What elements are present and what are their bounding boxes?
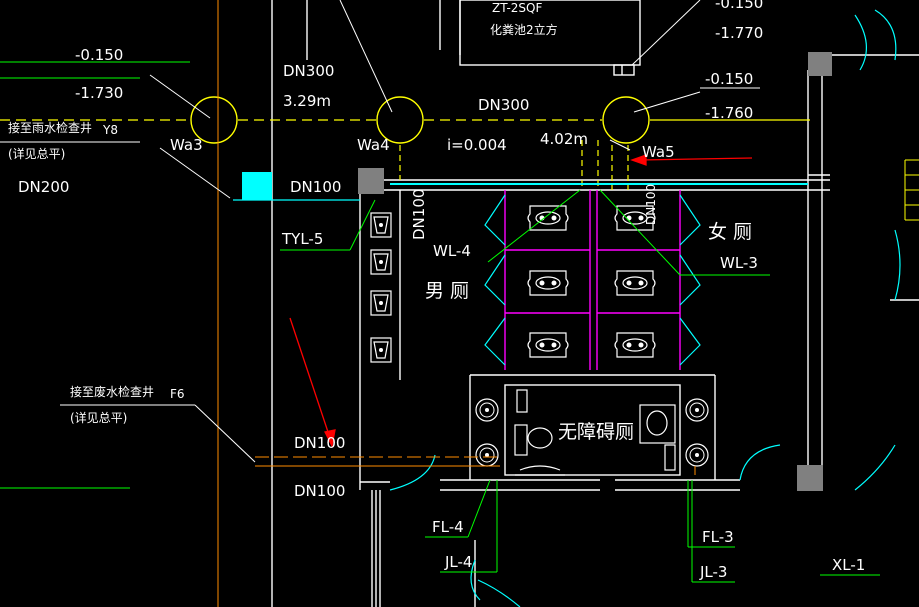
dn100-vertical-right: DN100	[644, 184, 658, 225]
structural-columns	[358, 52, 832, 491]
dn100-low2: DN100	[294, 482, 345, 500]
note-rain-line1: 接至雨水检查井	[8, 120, 92, 135]
fl4-label: FL-4	[432, 518, 464, 536]
dn100-low1: DN100	[294, 434, 345, 452]
accessible-restroom-label: 无障碍厕	[558, 421, 634, 443]
note-rain-line2: (详见总平)	[8, 146, 65, 161]
note-waste-line1: 接至废水检查井	[70, 384, 154, 399]
leader-lines	[0, 61, 880, 583]
manhole-wa3	[190, 96, 238, 144]
fl3-label: FL-3	[702, 528, 734, 546]
annotation-leaders	[0, 0, 760, 463]
xl1-label: XL-1	[832, 556, 865, 574]
stall-doors	[484, 194, 701, 366]
left-elev-a: -0.150	[75, 46, 123, 64]
wa5-elev-b: -1.760	[705, 104, 753, 122]
jl4-label: JL-4	[444, 553, 472, 571]
dn300-left: DN300	[283, 62, 334, 80]
sewer-pipes	[0, 119, 810, 190]
dn100-vertical: DN100	[410, 189, 428, 240]
wa3-label: Wa3	[170, 136, 203, 154]
red-arrows	[289, 154, 753, 449]
length-402: 4.02m	[540, 130, 588, 148]
wl3-label: WL-3	[720, 254, 758, 272]
left-elev-b: -1.730	[75, 84, 123, 102]
women-restroom-label: 女 厕	[708, 221, 752, 243]
tyl5-label: TYL-5	[281, 230, 323, 248]
top-right-elev-a: -0.150	[715, 0, 763, 12]
jl3-label: JL-3	[699, 563, 727, 581]
walls	[271, 0, 919, 607]
top-right-elev-b: -1.770	[715, 24, 763, 42]
manhole-wa4	[376, 96, 424, 144]
men-restroom-label: 男 厕	[425, 280, 469, 302]
wa5-elev-a: -0.150	[705, 70, 753, 88]
dn200-label: DN200	[18, 178, 69, 196]
slope: i=0.004	[447, 136, 507, 154]
rain-riser-box	[242, 172, 272, 200]
doors	[389, 9, 901, 607]
wa5-label: Wa5	[642, 143, 675, 161]
dn100-top: DN100	[290, 178, 341, 196]
dn300-left-length: 3.29m	[283, 92, 331, 110]
water-pipes	[217, 0, 696, 607]
note-waste-line2: (详见总平)	[70, 410, 127, 425]
y8-label: Y8	[102, 123, 118, 137]
tank-code: ZT-2SQF	[492, 1, 542, 15]
manhole-wa5	[602, 96, 650, 144]
wl4-label: WL-4	[433, 242, 471, 260]
stairs	[904, 159, 919, 221]
fixtures	[370, 205, 709, 476]
tank-desc: 化粪池2立方	[490, 22, 558, 37]
stall-partitions	[504, 190, 681, 370]
wa4-label: Wa4	[357, 136, 390, 154]
dn300-mid: DN300	[478, 96, 529, 114]
f6-label: F6	[170, 387, 185, 401]
